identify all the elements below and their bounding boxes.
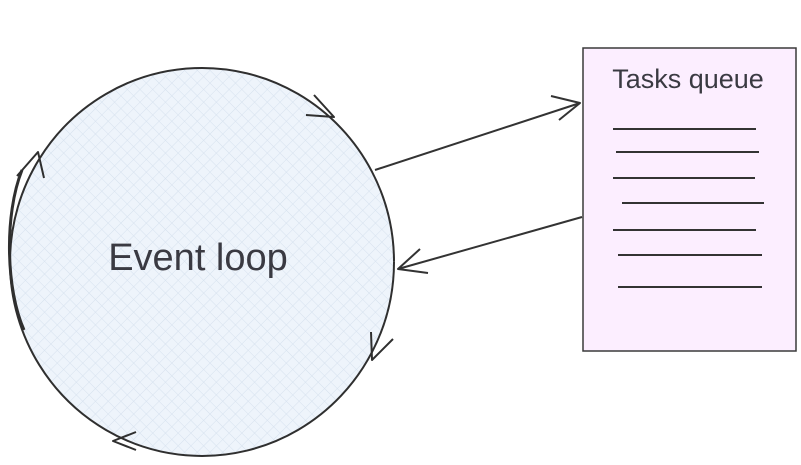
event-loop-label: Event loop: [108, 237, 288, 279]
event-loop-left-arc: [7, 169, 26, 331]
loop-arrowhead-bottom: [112, 431, 137, 451]
connector-arrowhead: [550, 95, 581, 121]
loop-arrowhead-top-right: [305, 94, 335, 118]
connector-arrowhead: [397, 248, 429, 274]
connector-line: [374, 102, 581, 171]
event-loop-circle-hatch: [10, 68, 394, 456]
tasks-queue-box: [582, 47, 797, 352]
tasks-queue-node: Tasks queue: [582, 47, 797, 352]
tasks-queue-lines: [613, 128, 764, 288]
event-loop-node: Event loop: [7, 67, 395, 457]
connector-queue-to-loop: [397, 216, 583, 274]
loop-arrowhead-right: [370, 331, 394, 361]
connector-loop-to-queue: [374, 95, 581, 171]
loop-arrowhead-left: [16, 151, 45, 179]
connector-line: [397, 216, 583, 270]
tasks-queue-label: Tasks queue: [612, 64, 764, 94]
